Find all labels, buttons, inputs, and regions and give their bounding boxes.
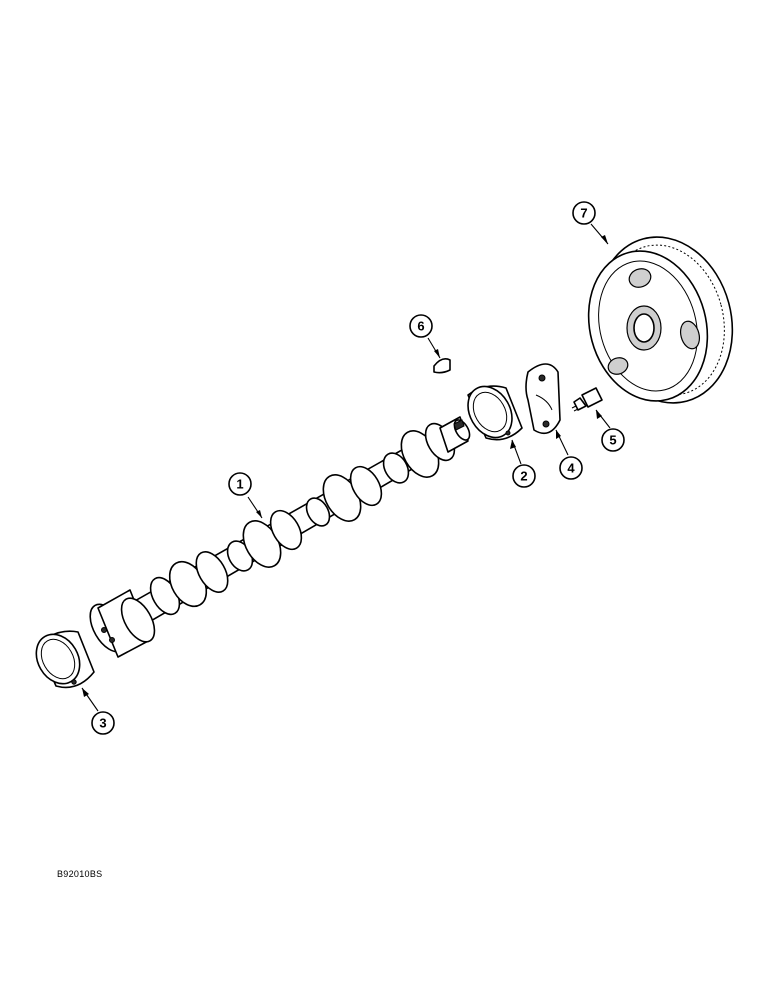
callout-5-label: 5 bbox=[609, 433, 616, 448]
callout-4-label: 4 bbox=[567, 461, 575, 476]
bearing-bushing-rear bbox=[467, 385, 523, 441]
thrust-plate bbox=[525, 363, 561, 435]
callout-1: 1 bbox=[228, 472, 263, 519]
callout-3-label: 3 bbox=[99, 716, 106, 731]
woodruff-key bbox=[433, 358, 451, 374]
callout-2-label: 2 bbox=[520, 469, 527, 484]
figure-code: B92010BS bbox=[57, 869, 103, 879]
bolt bbox=[571, 387, 603, 412]
camshaft-gear bbox=[587, 236, 734, 404]
callout-3: 3 bbox=[81, 687, 115, 735]
callout-6-label: 6 bbox=[417, 319, 424, 334]
callout-4: 4 bbox=[555, 429, 583, 480]
callout-7-label: 7 bbox=[580, 206, 587, 221]
cam-lobes bbox=[149, 422, 456, 616]
camshaft bbox=[89, 416, 471, 658]
bearing-bushing-front bbox=[35, 630, 95, 689]
callout-1-label: 1 bbox=[236, 477, 243, 492]
callout-7: 7 bbox=[572, 201, 609, 245]
callout-5: 5 bbox=[595, 409, 625, 452]
callout-2: 2 bbox=[510, 439, 536, 488]
callout-6: 6 bbox=[409, 314, 441, 359]
